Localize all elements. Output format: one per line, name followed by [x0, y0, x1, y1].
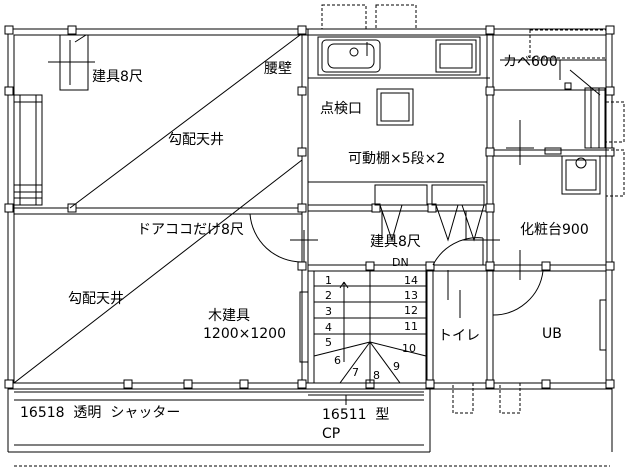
bath-window	[599, 271, 607, 380]
label-fixture-8-mid: 建具8尺	[370, 234, 421, 250]
step-9: 9	[393, 360, 400, 373]
stair-step-numbers: 1 2 3 4 5 6 7 8 9 10 11 12 13 14	[325, 274, 418, 382]
step-1: 1	[325, 274, 332, 287]
step-3: 3	[325, 305, 332, 318]
step-2: 2	[325, 289, 332, 302]
label-wall-600: カベ600	[503, 54, 558, 70]
door-swings	[249, 213, 544, 318]
step-7: 7	[352, 366, 359, 379]
sloped-ceiling-lines	[13, 34, 303, 384]
label-cp: CP	[322, 426, 340, 442]
outer-walls	[7, 28, 613, 467]
staircase	[299, 270, 427, 384]
label-vanity: 化粧台900	[520, 222, 589, 238]
access-hatch-box	[376, 88, 414, 126]
label-door-only-here: ドアココだけ8尺	[137, 222, 244, 238]
label-wood-fixture: 木建具	[208, 308, 250, 324]
label-access-hatch: 点検口	[320, 101, 362, 117]
label-shutter: 16518 透明 シャッター	[20, 405, 180, 421]
step-14: 14	[404, 274, 418, 287]
label-sloped-ceiling-1: 勾配天井	[168, 132, 224, 148]
step-6: 6	[334, 354, 341, 367]
access-hatch-inner	[380, 92, 410, 122]
right-upper-area	[500, 29, 625, 197]
label-movable-shelf: 可動棚×5段×2	[348, 151, 445, 167]
kitchen-counter	[317, 4, 481, 76]
label-waist-wall: 腰壁	[264, 61, 292, 77]
step-12: 12	[404, 304, 418, 317]
label-toilet: トイレ	[438, 328, 480, 344]
step-13: 13	[404, 289, 418, 302]
step-11: 11	[404, 320, 418, 333]
columns	[4, 25, 615, 389]
label-fixture-8-top: 建具8尺	[92, 69, 143, 85]
label-wood-fixture-size: 1200×1200	[203, 326, 286, 342]
left-window-fixture	[13, 34, 95, 206]
label-unit-bath: UB	[542, 326, 562, 342]
step-4: 4	[325, 321, 332, 334]
label-window-type: 16511 型	[322, 407, 389, 423]
lower-windows	[14, 391, 424, 405]
step-10: 10	[402, 342, 416, 355]
label-dn: DN	[392, 256, 409, 269]
step-8: 8	[373, 369, 380, 382]
bottom-projections	[445, 382, 521, 414]
label-sloped-ceiling-2: 勾配天井	[68, 291, 124, 307]
vanity-fixture	[544, 147, 601, 195]
step-5: 5	[325, 336, 332, 349]
